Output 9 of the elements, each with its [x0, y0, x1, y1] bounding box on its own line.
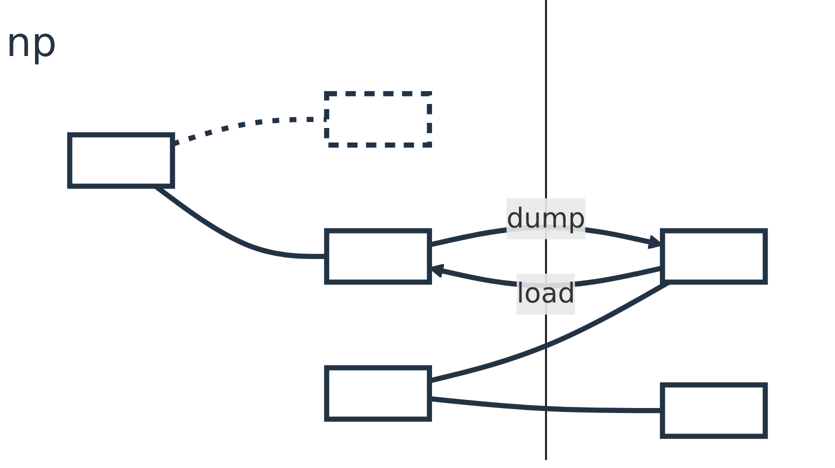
node-box: [324, 365, 432, 422]
node-box: [660, 228, 768, 285]
node-box: [324, 91, 432, 148]
edge-label: dump: [506, 202, 586, 234]
node-box: [660, 382, 768, 439]
node-box: [67, 132, 176, 189]
handwritten-word: np: [6, 20, 57, 66]
edge-label: load: [516, 276, 576, 310]
node-box: [324, 228, 432, 285]
